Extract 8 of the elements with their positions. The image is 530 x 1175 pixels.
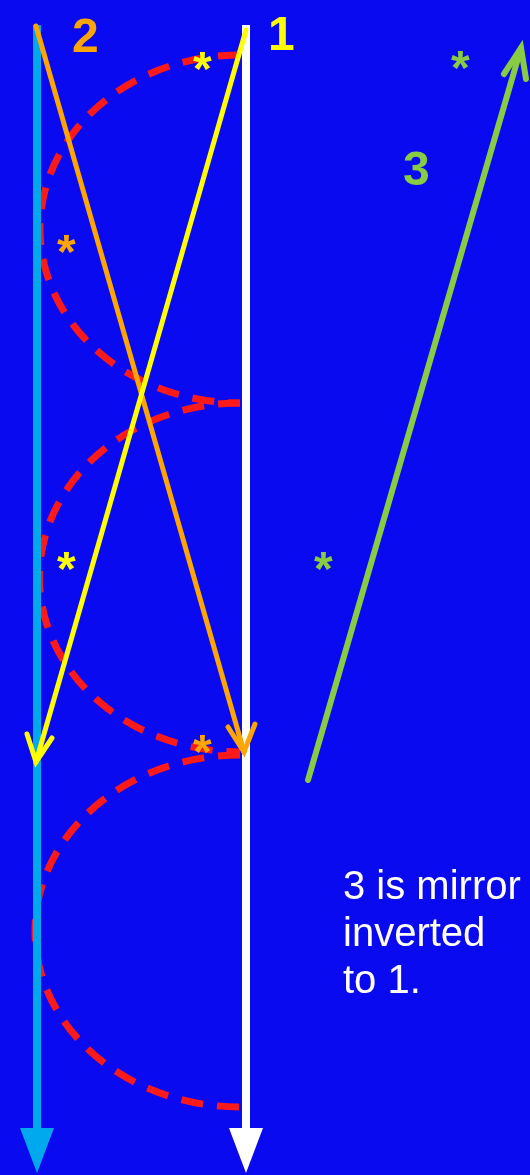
number-label: 2 [72,12,99,60]
asterisk-mark: * [314,545,333,593]
number-label: 3 [403,145,430,193]
number-label: 1 [268,10,295,58]
asterisk-mark: * [57,228,76,276]
asterisk-mark: * [57,545,76,593]
note-text: 3 is mirror inverted to 1. [343,862,522,1004]
asterisk-mark: * [451,44,470,92]
